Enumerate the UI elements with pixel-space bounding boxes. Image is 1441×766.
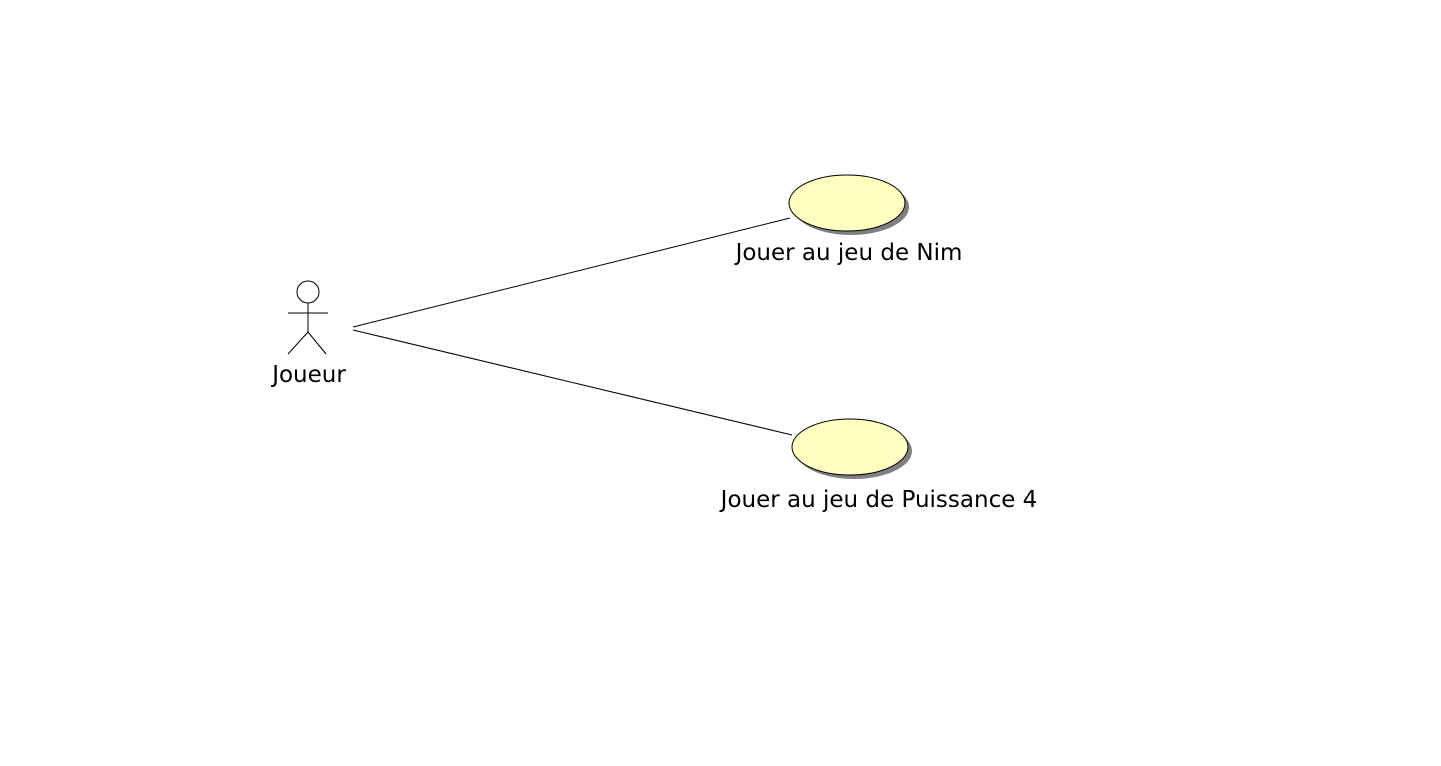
actor-joueur[interactable]: Joueur [270, 280, 346, 388]
use-case-ellipse [791, 418, 909, 476]
actor-right-leg [307, 331, 327, 355]
association-joueur-nim[interactable] [352, 217, 791, 328]
use-case-puissance-4[interactable]: Jouer au jeu de Puissance 4 [719, 418, 1038, 513]
actor-left-leg [287, 331, 309, 355]
association-joueur-puissance4[interactable] [352, 329, 793, 436]
actor-label: Joueur [270, 362, 346, 388]
use-case-nim[interactable]: Jouer au jeu de Nim [734, 174, 963, 266]
use-case-ellipse [788, 174, 906, 232]
use-case-label: Jouer au jeu de Nim [734, 240, 963, 266]
actor-head [296, 280, 320, 304]
use-case-label: Jouer au jeu de Puissance 4 [719, 487, 1038, 513]
